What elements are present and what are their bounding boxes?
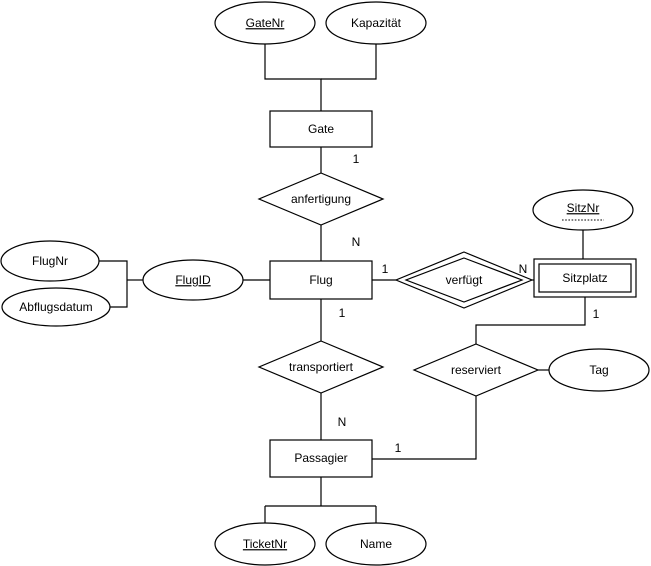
attribute-kapazitaet-ellipse	[325, 1, 427, 45]
entity-flug-box	[269, 260, 373, 300]
entity-passagier-box	[269, 439, 373, 478]
attribute-sitznr[interactable]: SitzNr	[532, 189, 634, 231]
attribute-ticketnr-ellipse	[214, 522, 316, 566]
attribute-abflugsdatum-label: Abflugsdatum	[19, 300, 92, 314]
entity-passagier[interactable]: Passagier	[269, 439, 373, 478]
attribute-sitznr-ellipse	[532, 189, 634, 231]
relationship-verfuegt[interactable]: verfügt	[394, 251, 534, 309]
entity-sitzplatz-inner-box	[538, 263, 632, 293]
relationship-anfertigung-diamond	[257, 172, 385, 226]
cardinality-anfertigung-flug: N	[352, 235, 361, 249]
relationship-verfuegt-diamond-outer	[394, 251, 534, 309]
attribute-flugid-label: FlugID	[175, 273, 211, 287]
cardinality-verfuegt-sitzplatz: N	[519, 262, 528, 276]
attribute-tag[interactable]: Tag	[548, 348, 650, 392]
relationship-reserviert[interactable]: reserviert	[412, 343, 540, 397]
connector-kapazitaet-to-gate	[321, 44, 377, 80]
cardinality-flug-verfuegt: 1	[382, 262, 389, 276]
cardinality-flug-transportiert: 1	[339, 306, 346, 320]
attribute-ticketnr[interactable]: TicketNr	[214, 522, 316, 566]
cardinality-sitzplatz-reserviert: 1	[593, 307, 600, 321]
attribute-kapazitaet[interactable]: Kapazität	[325, 1, 427, 45]
relationship-layer: anfertigung verfügt transportiert reserv…	[257, 172, 540, 397]
connector-flugnr-to-junction	[99, 260, 128, 280]
entity-gate-box	[269, 110, 373, 148]
cardinality-reserviert-passagier: 1	[395, 441, 402, 455]
attribute-flugid-ellipse	[142, 259, 244, 301]
cardinality-transportiert-passagier: N	[338, 415, 347, 429]
connector-reserviert-to-passagier	[372, 396, 477, 460]
entity-sitzplatz-outer-box	[533, 258, 637, 298]
attribute-name-label: Name	[360, 537, 392, 551]
relationship-verfuegt-diamond-inner	[404, 257, 524, 303]
attribute-gatenr-label: GateNr	[246, 16, 285, 30]
entity-flug[interactable]: Flug	[269, 260, 373, 300]
attribute-ticketnr-label: TicketNr	[243, 537, 287, 551]
attribute-sitznr-label: SitzNr	[567, 201, 600, 215]
cardinality-gate-anfertigung: 1	[353, 152, 360, 166]
entity-flug-label: Flug	[309, 273, 332, 287]
relationship-reserviert-diamond	[412, 343, 540, 397]
connector-gatenr-to-gate	[264, 44, 322, 111]
connector-abflugsdatum-to-junction	[110, 280, 128, 308]
relationship-anfertigung-label: anfertigung	[291, 192, 351, 206]
attribute-flugnr-ellipse	[0, 240, 100, 282]
entity-layer: Gate Flug Sitzplatz Passagier	[269, 110, 637, 478]
entity-gate-label: Gate	[308, 122, 334, 136]
attribute-tag-ellipse	[548, 348, 650, 392]
relationship-anfertigung[interactable]: anfertigung	[257, 172, 385, 226]
entity-gate[interactable]: Gate	[269, 110, 373, 148]
relationship-verfuegt-label: verfügt	[446, 273, 483, 287]
attribute-abflugsdatum-ellipse	[1, 287, 111, 327]
attribute-name[interactable]: Name	[325, 522, 427, 566]
connector-layer	[99, 44, 586, 523]
relationship-transportiert-label: transportiert	[289, 360, 354, 374]
relationship-reserviert-label: reserviert	[451, 363, 502, 377]
attribute-flugnr[interactable]: FlugNr	[0, 240, 100, 282]
attribute-tag-label: Tag	[589, 363, 608, 377]
attribute-flugnr-label: FlugNr	[32, 254, 68, 268]
attribute-name-ellipse	[325, 522, 427, 566]
attribute-abflugsdatum[interactable]: Abflugsdatum	[1, 287, 111, 327]
relationship-transportiert[interactable]: transportiert	[257, 340, 385, 394]
cardinality-layer: 1 N 1 N 1 N 1 1	[338, 152, 600, 455]
entity-sitzplatz-label: Sitzplatz	[562, 271, 607, 285]
entity-passagier-label: Passagier	[294, 451, 347, 465]
attribute-gatenr-ellipse	[214, 1, 316, 45]
connector-sitzplatz-to-reserviert	[475, 297, 586, 344]
attribute-gatenr[interactable]: GateNr	[214, 1, 316, 45]
attribute-flugid[interactable]: FlugID	[142, 259, 244, 301]
entity-sitzplatz[interactable]: Sitzplatz	[533, 258, 637, 298]
attribute-kapazitaet-label: Kapazität	[351, 16, 402, 30]
relationship-transportiert-diamond	[257, 340, 385, 394]
